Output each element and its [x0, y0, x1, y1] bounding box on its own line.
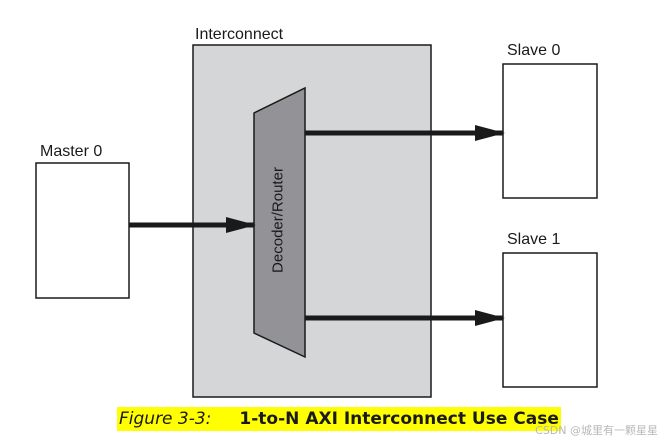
slave-1-label: Slave 1: [507, 231, 561, 248]
slave-0-label: Slave 0: [507, 42, 561, 59]
decoder-router-label: Decoder/Router: [269, 167, 287, 273]
master-0-box: [35, 162, 130, 299]
slave-1-box: [502, 252, 598, 388]
figure-number: Figure 3-3:: [119, 409, 212, 429]
figure-title: 1-to-N AXI Interconnect Use Case: [239, 409, 559, 429]
interconnect-box: [192, 44, 432, 398]
master-0-label: Master 0: [40, 143, 103, 160]
slave-0-box: [502, 63, 598, 199]
figure-caption: Figure 3-3: 1-to-N AXI Interconnect Use …: [117, 407, 561, 431]
interconnect-label: Interconnect: [195, 26, 284, 43]
decoder-router-block: [253, 86, 306, 359]
watermark: CSDN @城里有一颗星星: [535, 424, 658, 437]
